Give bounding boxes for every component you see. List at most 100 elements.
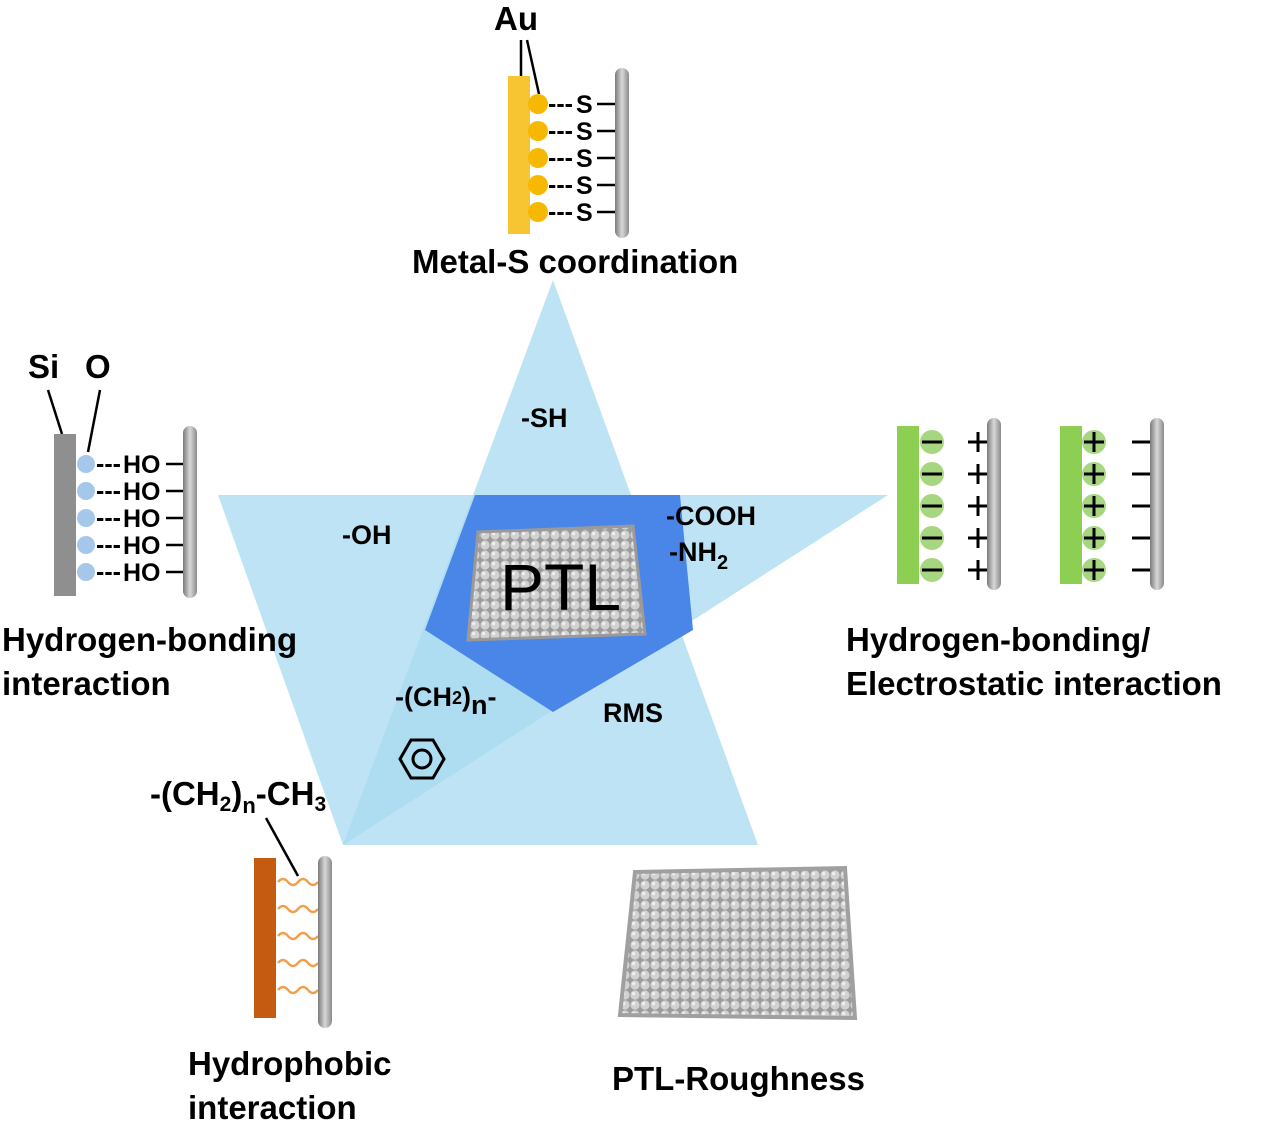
hydrogen-bonding-panel: Si O ---HO---HO---HO---HO---HO Hydrogen-… [2, 348, 297, 702]
roughness-panel: PTL-Roughness [612, 865, 865, 1097]
bond-dash: --- [96, 504, 121, 532]
silicon-substrate-bar [54, 434, 76, 596]
bond-dash: --- [96, 558, 121, 586]
oh-bond-row: ---HO [77, 450, 185, 479]
si-label: Si [28, 348, 59, 385]
electrostatic-row-right [1082, 462, 1152, 486]
alkyl-chain-waves [277, 877, 319, 995]
green-substrate-bar-positive [1060, 426, 1082, 584]
ho-atom-label: HO [123, 505, 161, 533]
ho-atom-label: HO [123, 478, 161, 506]
electrostatic-row-left [920, 558, 988, 582]
plus-charge [968, 432, 988, 452]
ho-atom-label: HO [123, 532, 161, 560]
ptl-roughness-sheet [617, 865, 858, 1021]
bond-dash: --- [96, 531, 121, 559]
oh-bond-row: ---HO [77, 531, 185, 560]
electro-peptide-rod-1 [987, 418, 1001, 590]
hydrogen-peptide-rod [183, 426, 197, 598]
electrostatic-caption-line1: Hydrogen-bonding/ [846, 621, 1150, 658]
o-atom [77, 482, 95, 500]
plus-charge [1084, 560, 1104, 580]
plus-charge [968, 464, 988, 484]
au-atom [528, 121, 548, 141]
o-atom [77, 563, 95, 581]
label-oh: -OH [342, 520, 392, 550]
bond-dash: --- [96, 450, 121, 478]
plus-charge [968, 496, 988, 516]
s-atom-label: S [576, 172, 593, 200]
electrostatic-row-left [920, 494, 988, 518]
oh-bond-row: ---HO [77, 477, 185, 506]
au-label: Au [494, 0, 538, 37]
s-atom-label: S [576, 199, 593, 227]
hydrophobic-chain-label: -(CH2)n-CH3 [150, 775, 326, 818]
o-label: O [85, 348, 111, 385]
au-atom [528, 175, 548, 195]
metal-s-caption: Metal-S coordination [412, 243, 738, 280]
bond-dash: --- [548, 117, 573, 145]
label-ch2n: -(CH2)n- [395, 682, 497, 720]
plus-charge [1084, 464, 1104, 484]
alkyl-chain-wave [277, 904, 319, 914]
bond-dash: --- [96, 477, 121, 505]
hydrophobic-caption-line1: Hydrophobic [188, 1045, 392, 1082]
bond-dash: --- [548, 90, 573, 118]
alkyl-chain-wave [277, 877, 319, 887]
electrostatic-row-right [1082, 430, 1152, 454]
electrostatic-row-left [920, 462, 988, 486]
oh-bond-row: ---HO [77, 558, 185, 587]
o-atom [77, 536, 95, 554]
electrostatic-row-right [1082, 558, 1152, 582]
metal-peptide-rod [615, 68, 629, 238]
benzene-ring-icon [398, 738, 446, 780]
electro-peptide-rod-2 [1150, 418, 1164, 590]
bond-dash: --- [548, 171, 573, 199]
electrostatic-row-left [920, 430, 988, 454]
metal-s-panel: Au ---S---S---S---S---S Metal-S coordina… [412, 0, 738, 280]
au-s-bond-row: ---S [528, 171, 616, 200]
gold-substrate-bar [508, 76, 530, 234]
green-substrate-bar-negative [897, 426, 919, 584]
label-sh: -SH [521, 403, 568, 433]
electrostatic-caption-line2: Electrostatic interaction [846, 665, 1222, 702]
plus-charge [1084, 528, 1104, 548]
alkyl-chain-wave [277, 931, 319, 941]
label-rms: RMS [603, 698, 663, 728]
roughness-caption: PTL-Roughness [612, 1060, 865, 1097]
hydrogen-caption-line1: Hydrogen-bonding [2, 621, 297, 658]
bond-dash: --- [548, 198, 573, 226]
label-cooh: -COOH [666, 501, 756, 531]
ho-atom-label: HO [123, 559, 161, 587]
hydrophobic-panel: -(CH2)n-CH3 Hydrophobic interaction [150, 775, 392, 1125]
s-atom-label: S [576, 118, 593, 146]
plus-charge [968, 528, 988, 548]
au-s-bond-row: ---S [528, 198, 616, 227]
hydrophobic-substrate-bar [254, 858, 276, 1018]
hydrogen-caption-line2: interaction [2, 665, 171, 702]
plus-charge [1084, 496, 1104, 516]
hydrophobic-caption-line2: interaction [188, 1089, 357, 1125]
alkyl-chain-wave [277, 958, 319, 968]
alkyl-chain-wave [277, 985, 319, 995]
electrostatic-row-left [920, 526, 988, 550]
ptl-center-label: PTL [500, 550, 621, 624]
o-atom [77, 509, 95, 527]
au-atom [528, 202, 548, 222]
au-s-bond-row: ---S [528, 117, 616, 146]
ho-atom-label: HO [123, 451, 161, 479]
plus-charge [968, 560, 988, 580]
bond-dash: --- [548, 144, 573, 172]
o-atom [77, 455, 95, 473]
electrostatic-row-right [1082, 526, 1152, 550]
s-atom-label: S [576, 91, 593, 119]
au-s-bond-row: ---S [528, 90, 616, 119]
s-atom-label: S [576, 145, 593, 173]
au-s-bond-row: ---S [528, 144, 616, 173]
electrostatic-row-right [1082, 494, 1152, 518]
oh-bond-row: ---HO [77, 504, 185, 533]
au-atom [528, 148, 548, 168]
electrostatic-panel: Hydrogen-bonding/ Electrostatic interact… [846, 418, 1222, 702]
ptl-center-sheet: PTL [466, 524, 647, 642]
